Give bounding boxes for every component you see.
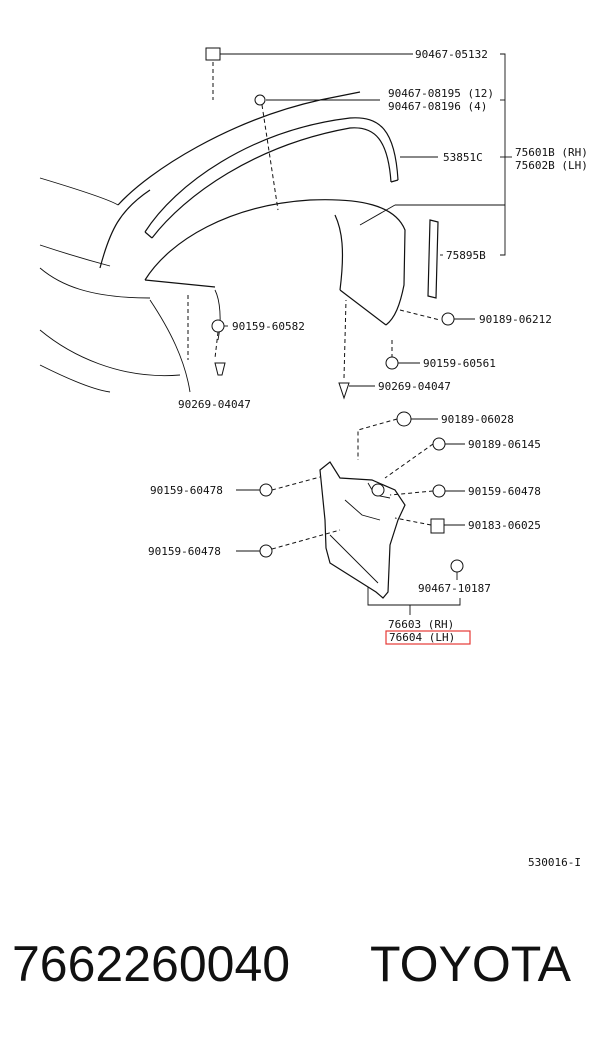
callout-90159-60478-left-upper: 90159-60478	[150, 484, 223, 497]
callout-90467-10187: 90467-10187	[418, 582, 491, 595]
callout-76604-highlighted[interactable]: 76604 (LH)	[389, 631, 455, 644]
fender-liner-strip	[427, 219, 439, 299]
part-number: 7662260040	[12, 936, 291, 992]
front-fender	[99, 91, 406, 326]
callout-90159-60582: 90159-60582	[232, 320, 305, 333]
footer: 7662260040 TOYOTA	[0, 935, 600, 1015]
callout-90189-06145: 90189-06145	[468, 438, 541, 451]
callout-90467-08195: 90467-08195 (12)	[388, 87, 494, 100]
callout-90159-60478-right: 90159-60478	[468, 485, 541, 498]
highlight-box	[385, 630, 471, 645]
callout-75602b: 75602B (LH)	[515, 159, 588, 172]
callout-90269-04047-upper: 90269-04047	[378, 380, 451, 393]
callout-53851c: 53851C	[443, 151, 483, 164]
callout-90189-06212: 90189-06212	[479, 313, 552, 326]
callout-90467-08196: 90467-08196 (4)	[388, 100, 487, 113]
callout-75895b: 75895B	[446, 249, 486, 262]
callout-90159-60561: 90159-60561	[423, 357, 496, 370]
callout-90189-06028: 90189-06028	[441, 413, 514, 426]
callout-90159-60478-left-lower: 90159-60478	[148, 545, 221, 558]
vehicle-body-outline	[39, 177, 221, 393]
leader-lines	[220, 53, 512, 615]
fasteners	[205, 47, 464, 573]
brand-name: TOYOTA	[370, 936, 571, 992]
callout-76603: 76603 (RH)	[388, 618, 454, 631]
callout-90183-06025: 90183-06025	[468, 519, 541, 532]
callout-90269-04047-lower: 90269-04047	[178, 398, 251, 411]
callout-75601b: 75601B (RH)	[515, 146, 588, 159]
installation-lines	[187, 62, 441, 550]
diagram-code: 530016-I	[528, 856, 581, 869]
mudguard	[319, 461, 406, 599]
callout-90467-05132: 90467-05132	[415, 48, 488, 61]
wheel-arch-moulding	[144, 117, 399, 239]
